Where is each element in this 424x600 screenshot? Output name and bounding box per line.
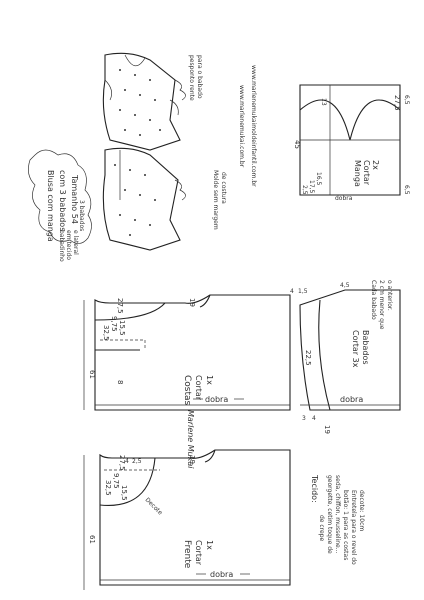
manga-measure-7: 6,5 xyxy=(403,95,410,105)
seam-note-2: de costura xyxy=(220,172,227,204)
fabric-note: Tecido: de crepe georgette, cetim toque … xyxy=(310,474,365,565)
costas-width-measure: 61 xyxy=(88,370,96,379)
babados-measure-3: 4,5 xyxy=(340,282,350,289)
babados-pattern: Cortar 3x Babados dobra 22,5 19 4,5 4 3 … xyxy=(299,280,401,434)
title-line-1: Blusa com manga xyxy=(46,170,55,242)
babados-measure-1: 22,5 xyxy=(304,350,312,366)
fabric-line-2: georgette, cetim toque de xyxy=(326,475,333,554)
pesponto-note-2: para o babado xyxy=(196,55,203,99)
manga-measure-5: 17,5 xyxy=(308,180,315,194)
dots-front xyxy=(119,69,161,136)
manga-pattern: Manga Cortar 2x 45 27,5 13 16,5 17,5 2,5… xyxy=(293,84,410,202)
manga-measure-3: 13 xyxy=(320,98,327,106)
frente-width-measure: 61 xyxy=(88,535,96,544)
frente-side-measure: 19 xyxy=(188,455,196,464)
fabric-line-4: botão: 1 para as costas xyxy=(342,490,349,560)
frente-label-1: Frente xyxy=(182,540,192,569)
manga-measure-4: 16,5 xyxy=(315,172,322,186)
blouse-illustration: pesponto rente para o babado 3 babados b… xyxy=(58,52,203,262)
fabric-heading: Tecido: xyxy=(310,474,319,503)
fabric-line-3: seda, chiffon, musseline... xyxy=(334,475,341,554)
costas-v-measure-3: 9,75 xyxy=(110,316,118,332)
frente-neck-label: Decote xyxy=(144,496,164,516)
babados-fold-label: dobra xyxy=(340,395,363,404)
frente-v-measure-1: 32,5 xyxy=(104,480,112,496)
frente-top-measure: 27,5 xyxy=(118,455,126,471)
frente-extra-measure-1: 4 xyxy=(125,458,129,465)
babados-note-2: 2 cm menor que xyxy=(378,280,385,330)
title-line-3: Tamanho 54 xyxy=(70,174,79,224)
title-cloud: Blusa com manga com 3 babados Tamanho 54 xyxy=(28,149,92,244)
frente-label-2: Cortar xyxy=(194,540,203,566)
manga-label-2: Cortar xyxy=(362,160,371,186)
costas-top-measure: 27,5 xyxy=(116,298,124,314)
title-line-2: com 3 babados xyxy=(58,170,67,231)
costas-pattern: Costas Cortar 1x dobra 61 32,5 15,5 9,75… xyxy=(83,288,308,411)
fabric-line-1: de crepe xyxy=(318,515,325,542)
manga-measure-2: 27,5 xyxy=(393,95,401,111)
babados-count-note: 3 babados xyxy=(78,200,85,231)
manga-measure-8: 6,5 xyxy=(403,185,410,195)
dots-back xyxy=(114,164,156,236)
costas-side-measure: 19 xyxy=(188,298,196,307)
costas-v-measure-1: 32,5 xyxy=(102,325,110,341)
website-2: www.marlenemukaimoldeinfantil.com.br xyxy=(250,65,257,187)
babados-label-1: Cortar 3x xyxy=(351,330,360,368)
costas-v-measure-2: 15,5 xyxy=(118,320,126,336)
costas-label-2: Cortar xyxy=(194,375,203,401)
costas-label-3: 1x xyxy=(205,375,214,385)
manga-measure-6: 2,5 xyxy=(301,185,308,195)
website-1: www.marlenemukai.com.br xyxy=(238,85,245,168)
manga-fold-label: dobra xyxy=(335,195,353,202)
seam-note-1: Molde sem margem xyxy=(212,170,219,230)
babados-measure-2: 19 xyxy=(323,425,331,434)
costas-corner-measure-2: 1,5 xyxy=(298,288,308,295)
frente-label-3: 1x xyxy=(205,540,214,550)
babados-label-2: Babados xyxy=(361,330,370,365)
manga-label-1: Manga xyxy=(353,160,362,187)
lateral-note-1: babadinho xyxy=(58,230,65,262)
babados-note-3: o anterior. xyxy=(386,280,393,311)
frente-pattern: Frente Cortar 1x dobra 61 32,5 15,5 9,75… xyxy=(83,449,291,590)
signature: Marlene Mukai xyxy=(186,410,195,469)
costas-fold-label: dobra xyxy=(205,395,228,404)
manga-measure-1: 45 xyxy=(293,140,301,149)
babados-note-1: Cada babado xyxy=(370,280,377,320)
pesponto-note-1: pesponto rente xyxy=(188,55,195,101)
costas-label-1: Costas xyxy=(182,375,192,406)
frente-v-measure-2: 15,5 xyxy=(120,485,128,501)
lateral-note-3: e lateral xyxy=(72,230,79,255)
frente-fold-label: dobra xyxy=(210,570,233,579)
fabric-line-6: decote: 10cm xyxy=(358,490,365,531)
babados-measure-5: 3 xyxy=(302,415,306,422)
babados-measure-4: 4 xyxy=(312,415,316,422)
fabric-line-5: Entretela para o revel do xyxy=(350,490,357,565)
frente-v-measure-3: 9,75 xyxy=(112,473,120,489)
lateral-note-2: em tecido xyxy=(65,230,72,260)
costas-v-measure-4: 8 xyxy=(116,380,124,384)
frente-extra-measure-2: 2,5 xyxy=(132,458,142,465)
costas-corner-measure-1: 4 xyxy=(290,288,294,295)
manga-label-3: 2x xyxy=(371,160,380,170)
